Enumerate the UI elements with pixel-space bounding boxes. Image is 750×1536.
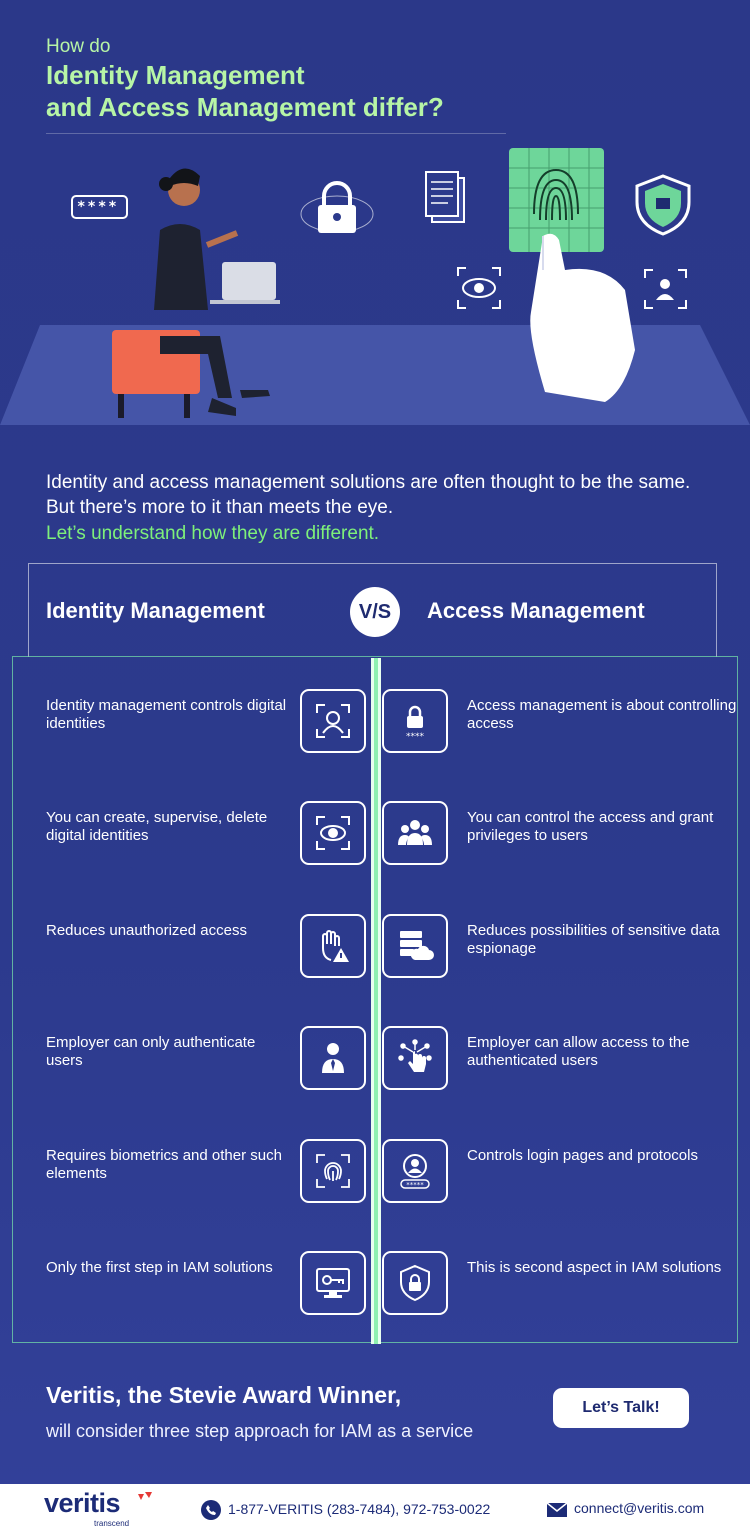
password-field-icon xyxy=(71,195,128,219)
comparison-row: Requires biometrics and other such eleme… xyxy=(0,1139,750,1217)
shield-lock-illustration xyxy=(635,174,691,236)
svg-text:****: **** xyxy=(406,732,425,741)
intro-highlight: Let’s understand how they are different. xyxy=(46,523,380,544)
face-scan-icon xyxy=(300,689,366,753)
fingerprint-scanner-icon xyxy=(509,148,604,252)
hero-illustration xyxy=(0,148,750,425)
access-point: Controls login pages and protocols xyxy=(467,1147,698,1164)
header-kicker: How do xyxy=(46,36,111,57)
access-point: Employer can allow access to the authent… xyxy=(467,1034,690,1069)
identity-point: Employer can only authenticate users xyxy=(46,1034,256,1069)
touch-network-icon xyxy=(382,1026,448,1090)
footer-bar xyxy=(0,1484,750,1536)
access-point: This is second aspect in IAM solutions xyxy=(467,1259,722,1276)
padlock-icon xyxy=(300,181,374,233)
email-link[interactable]: connect@veritis.com xyxy=(574,1500,705,1516)
hand-warning-icon xyxy=(300,914,366,978)
title-divider xyxy=(46,133,506,134)
comparison-row: Employer can only authenticate users Emp… xyxy=(0,1026,750,1104)
fingerprint-icon xyxy=(300,1139,366,1203)
comparison-header-box xyxy=(28,563,717,657)
cta-title: Veritis, the Stevie Award Winner, xyxy=(46,1382,402,1408)
password-mask-text: **** xyxy=(77,199,119,215)
documents-icon xyxy=(425,171,465,223)
access-point: Access management is about controlling a… xyxy=(467,697,737,732)
eye-scan-illustration xyxy=(457,267,501,309)
shield-lock-icon xyxy=(382,1251,448,1315)
identity-point: Only the first step in IAM solutions xyxy=(46,1259,273,1276)
intro-text: Identity and access management solutions… xyxy=(46,472,691,518)
vs-badge: V/S xyxy=(350,587,400,637)
comparison-row: Reduces unauthorized access Reduces poss… xyxy=(0,914,750,992)
page-title-line-1: Identity Management xyxy=(46,60,305,90)
user-group-icon xyxy=(382,801,448,865)
pointing-hand-illustration xyxy=(530,233,635,402)
identity-point: Requires biometrics and other such eleme… xyxy=(46,1147,282,1182)
comparison-row: Only the first step in IAM solutions Thi… xyxy=(0,1251,750,1329)
logo-tagline: transcend xyxy=(94,1519,130,1528)
target-user-illustration xyxy=(644,269,687,309)
comparison-row: You can create, supervise, delete digita… xyxy=(0,801,750,879)
user-tie-icon xyxy=(300,1026,366,1090)
access-management-heading: Access Management xyxy=(427,598,645,623)
identity-point: Identity management controls digital ide… xyxy=(46,697,287,732)
phone-icon xyxy=(201,1500,221,1520)
cta-subtitle: will consider three step approach for IA… xyxy=(46,1421,474,1441)
center-divider xyxy=(371,658,381,1344)
login-user-icon: ***** xyxy=(382,1139,448,1203)
identity-point: You can create, supervise, delete digita… xyxy=(46,809,268,844)
eye-scan-icon xyxy=(300,801,366,865)
page-title-line-2: and Access Management differ? xyxy=(46,92,444,122)
identity-point: Reduces unauthorized access xyxy=(46,922,247,939)
identity-management-heading: Identity Management xyxy=(46,598,265,623)
phone-number-link[interactable]: 1-877-VERITIS (283-7484), 972-753-0022 xyxy=(228,1501,491,1517)
monitor-key-icon xyxy=(300,1251,366,1315)
access-point: Reduces possibilities of sensitive data … xyxy=(467,922,720,957)
lock-password-icon: **** xyxy=(382,689,448,753)
logo-mark-icon xyxy=(138,1492,152,1500)
comparison-row: Identity management controls digital ide… xyxy=(0,689,750,767)
veritis-logo[interactable]: veritis xyxy=(44,1488,121,1518)
server-cloud-icon xyxy=(382,914,448,978)
access-point: You can control the access and grant pri… xyxy=(467,809,714,844)
lets-talk-button[interactable]: Let’s Talk! xyxy=(553,1388,689,1428)
woman-with-laptop-illustration xyxy=(112,168,280,418)
svg-text:*****: ***** xyxy=(406,1181,424,1189)
mail-icon xyxy=(546,1502,568,1517)
